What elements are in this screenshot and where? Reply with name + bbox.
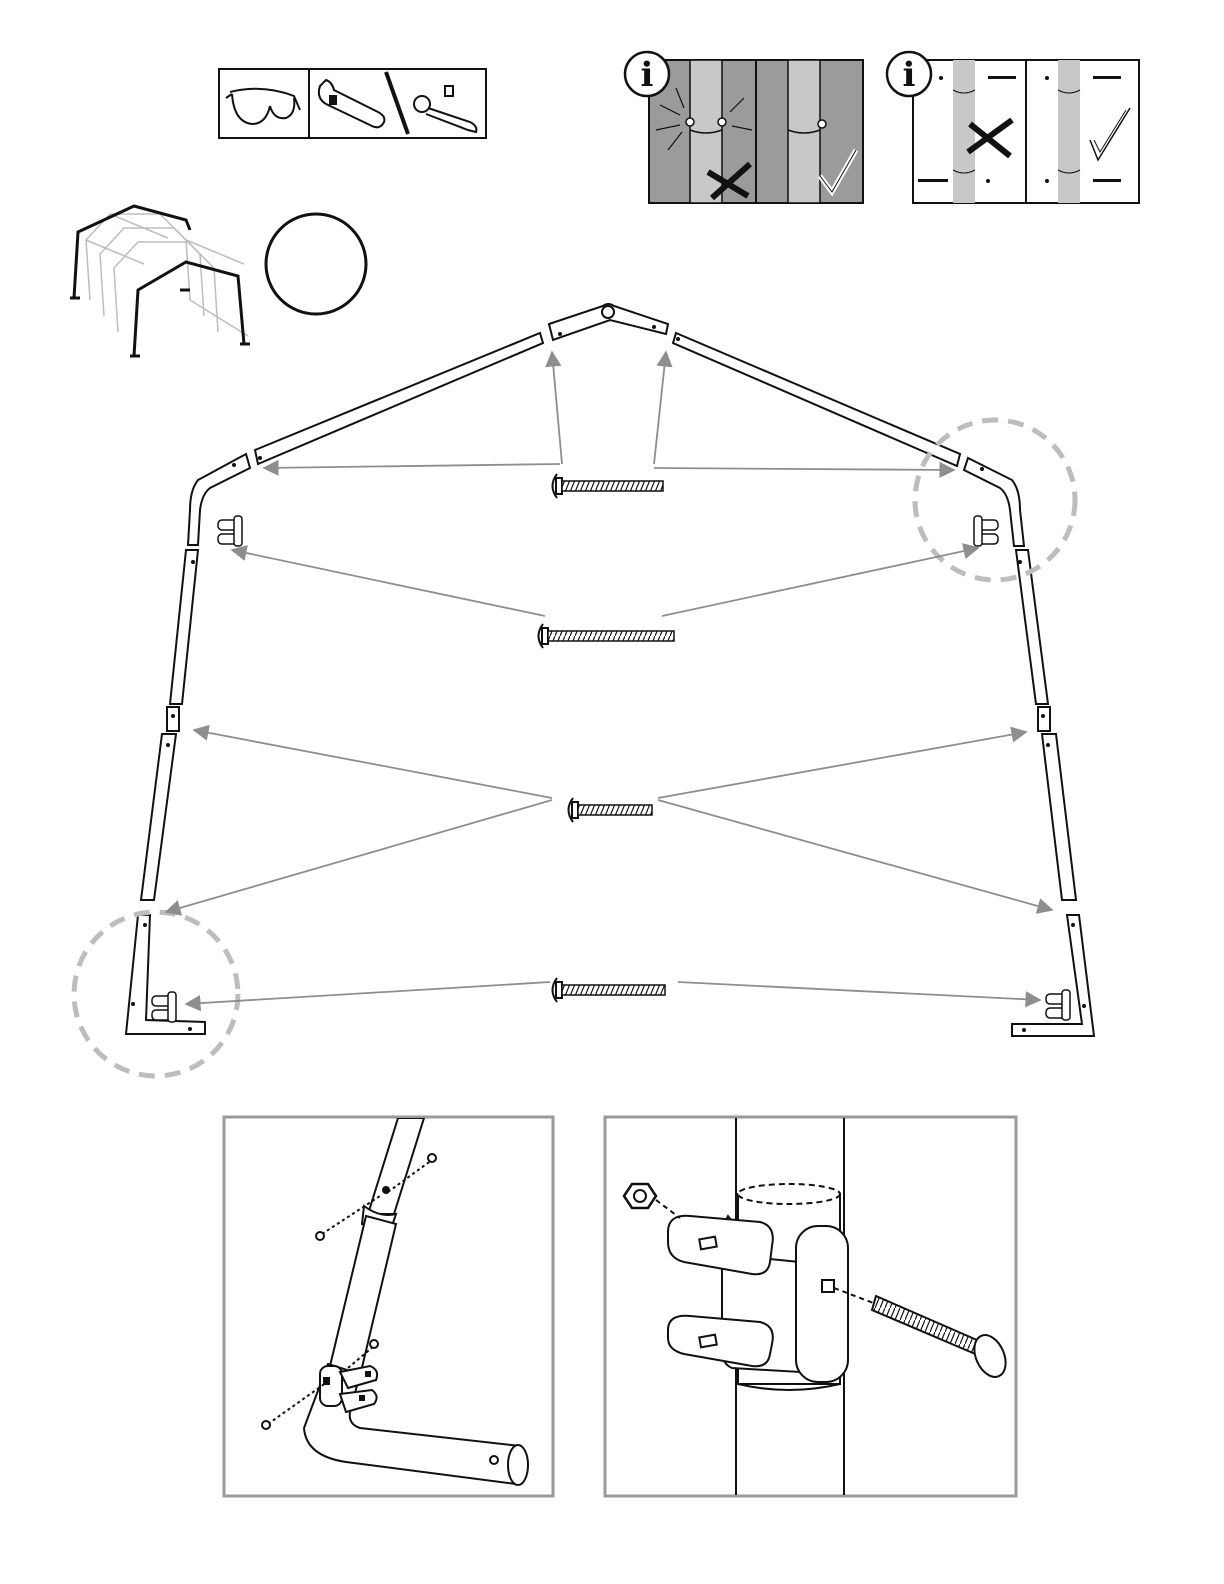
carriage-bolt-top <box>553 474 664 498</box>
bracket-detail <box>605 1117 1016 1496</box>
bolt-direction-hint: i <box>887 52 1139 203</box>
arch-frame <box>126 304 1094 1036</box>
bracket-markers <box>152 516 1070 1022</box>
tools-panel <box>219 69 486 138</box>
overtighten-hint: i <box>625 52 863 203</box>
carriage-bolt-middle <box>569 798 653 822</box>
info-letter: i <box>903 55 916 95</box>
carriage-bolt-lower <box>553 978 666 1002</box>
callout-circle-lower-left <box>74 912 238 1076</box>
foot-detail <box>224 1117 553 1496</box>
frame-arch-icon <box>70 206 250 356</box>
info-letter: i <box>641 55 654 95</box>
frame-holes <box>131 325 1086 1032</box>
carriage-bolt-upper <box>539 624 675 648</box>
quantity-circle <box>266 214 366 314</box>
